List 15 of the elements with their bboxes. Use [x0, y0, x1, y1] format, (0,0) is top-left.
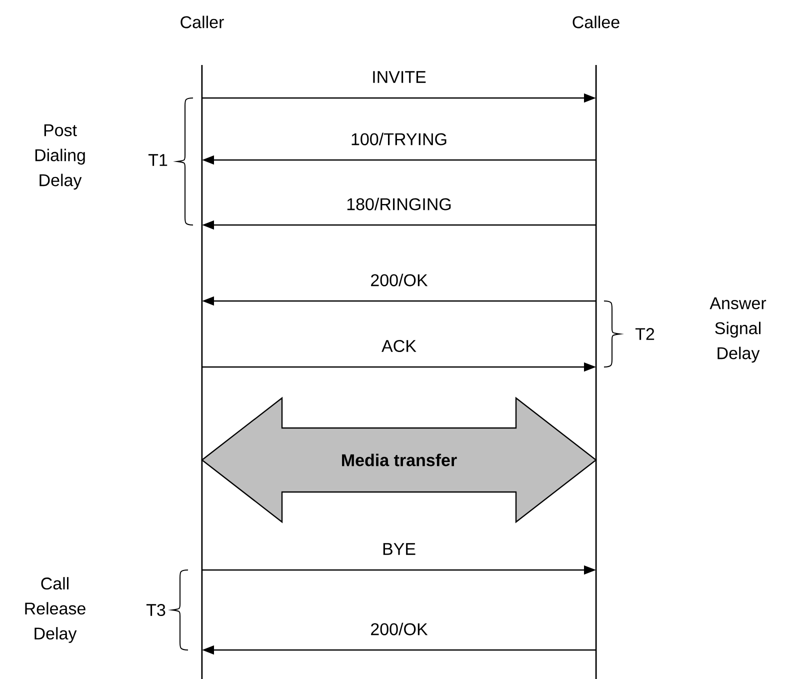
edge-label: 200/OK — [369, 272, 429, 288]
delay-label: Answer Signal Delay — [710, 297, 766, 363]
edge-label: 200/OK — [369, 622, 429, 636]
edge-label: BYE — [381, 542, 418, 556]
edge-label: Media transfer — [342, 454, 457, 466]
delay-label: Post Dialing Delay — [35, 124, 85, 190]
edge-label: INVITE — [370, 70, 428, 84]
lifeline: Callee — [572, 16, 620, 679]
double-block-arrow — [201, 396, 597, 524]
lifeline: Caller — [180, 16, 224, 679]
delay-label: Call Release Delay — [25, 577, 86, 643]
edge-label: 180/RINGING — [345, 196, 453, 212]
edge-label: ACK — [380, 338, 418, 353]
delay-label: T2 — [635, 328, 654, 340]
edge-label: 100/TRYING — [350, 132, 448, 146]
